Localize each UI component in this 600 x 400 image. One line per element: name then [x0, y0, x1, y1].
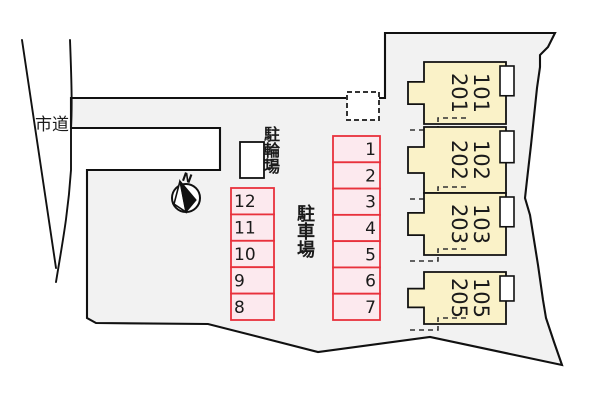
road-label: 市道	[35, 115, 69, 135]
parking-stall-label: 9	[234, 271, 245, 291]
unit-label-lower-floor: 105	[469, 278, 493, 318]
bicycle-parking-group[interactable]	[239, 141, 274, 179]
parking-stall[interactable]	[230, 266, 275, 295]
parking-column-left[interactable]: 12 11 10 9 8	[230, 187, 275, 321]
parking-stall-label: 3	[365, 193, 376, 213]
unit-approach-path	[410, 248, 470, 262]
unit-label-upper-floor: 202	[447, 140, 471, 180]
parking-stall-label: 6	[365, 272, 376, 292]
unit-label-lower-floor: 103	[469, 204, 493, 244]
compass-north-label: N	[180, 170, 194, 187]
unit-label-upper-floor: 205	[447, 278, 471, 318]
parking-stall-label: 4	[365, 219, 376, 239]
balcony-block	[499, 275, 515, 302]
road-edge-east	[55, 39, 73, 283]
compass-needle-east-icon	[178, 178, 197, 214]
parking-stall[interactable]	[230, 292, 275, 321]
road-edge-west	[21, 39, 57, 269]
dashed-area-box	[346, 91, 380, 121]
parking-stall-label: 1	[365, 140, 376, 160]
parking-stall[interactable]	[332, 292, 381, 321]
parking-stall[interactable]	[332, 187, 381, 216]
parking-stall[interactable]	[230, 213, 275, 242]
unit-label-lower-floor: 101	[469, 73, 493, 113]
parking-stall[interactable]	[230, 187, 275, 216]
balcony-block	[499, 196, 515, 228]
parking-stall-label: 10	[234, 245, 256, 265]
parking-stall[interactable]	[332, 135, 381, 164]
parking-stall-label: 7	[365, 298, 376, 318]
compass-group: N	[171, 170, 201, 214]
bicycle-parking-box[interactable]	[239, 141, 265, 179]
parking-stall-label: 11	[234, 219, 256, 239]
balcony-block	[499, 130, 515, 164]
parking-stall-label: 12	[234, 192, 256, 212]
unit-label-lower-floor: 102	[469, 140, 493, 180]
parking-stall-label: 2	[365, 166, 376, 186]
road-group: 市道	[21, 39, 73, 283]
parking-column-right[interactable]: 1 2 3 4 5 6 7	[332, 135, 381, 321]
parking-stall-label: 8	[234, 298, 245, 318]
balcony-block	[499, 65, 515, 97]
unit-label-upper-floor: 203	[447, 204, 471, 244]
unit-label-upper-floor: 201	[447, 73, 471, 113]
parking-stall-label: 5	[365, 245, 376, 265]
unit-approach-path	[410, 317, 470, 331]
